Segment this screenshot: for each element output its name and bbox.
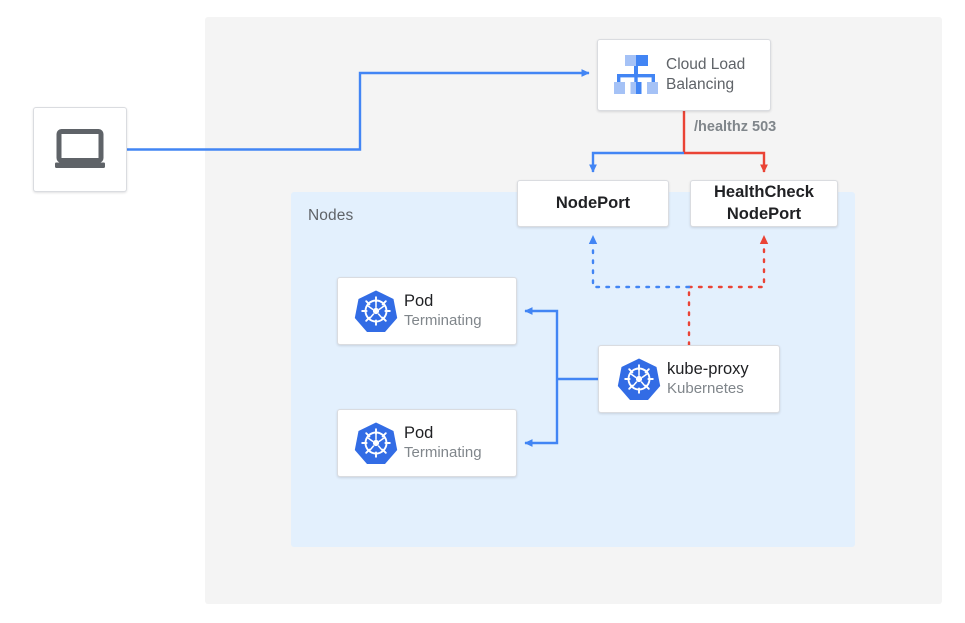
kube-proxy-title: kube-proxy bbox=[667, 360, 749, 379]
nodeport-node[interactable]: NodePort bbox=[517, 180, 669, 227]
pod-label-group-1: Pod Terminating bbox=[404, 291, 482, 331]
laptop-icon bbox=[54, 128, 106, 171]
kube-proxy-label-group: kube-proxy Kubernetes bbox=[667, 359, 749, 399]
nodes-panel-label: Nodes bbox=[308, 207, 354, 224]
pod-node-2[interactable]: Pod Terminating bbox=[337, 409, 517, 477]
healthz-edge-label: /healthz 503 bbox=[694, 119, 777, 135]
pod-node-1[interactable]: Pod Terminating bbox=[337, 277, 517, 345]
kubernetes-icon bbox=[611, 351, 667, 407]
pod-label-group-2: Pod Terminating bbox=[404, 423, 482, 463]
pod-title-2: Pod bbox=[404, 424, 434, 443]
cloud-load-balancing-line1: Cloud Load bbox=[666, 56, 746, 74]
pod-status-2: Terminating bbox=[404, 443, 482, 461]
pod-title-1: Pod bbox=[404, 292, 434, 311]
nodeport-label: NodePort bbox=[555, 193, 631, 212]
client-node[interactable] bbox=[33, 107, 127, 192]
kubernetes-icon bbox=[348, 415, 404, 471]
cloud-load-balancing-icon bbox=[606, 47, 666, 103]
healthcheck-nodeport-node[interactable]: HealthCheck NodePort bbox=[690, 180, 838, 227]
healthcheck-nodeport-line2: NodePort bbox=[726, 204, 802, 223]
pod-status-1: Terminating bbox=[404, 311, 482, 329]
healthcheck-nodeport-label: HealthCheck NodePort bbox=[691, 182, 837, 225]
kube-proxy-subtitle: Kubernetes bbox=[667, 379, 744, 397]
cloud-load-balancing-label: Cloud Load Balancing bbox=[666, 55, 745, 94]
cloud-load-balancing-line2: Balancing bbox=[666, 76, 735, 93]
healthcheck-nodeport-line1: HealthCheck bbox=[714, 183, 814, 202]
kubernetes-icon bbox=[348, 283, 404, 339]
kube-proxy-node[interactable]: kube-proxy Kubernetes bbox=[598, 345, 780, 413]
cloud-load-balancing-node[interactable]: Cloud Load Balancing bbox=[597, 39, 771, 111]
